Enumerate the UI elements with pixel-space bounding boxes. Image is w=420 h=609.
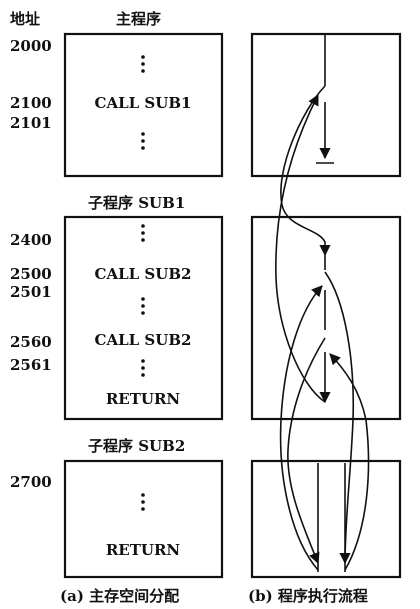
sub2-memory-box [63,459,224,579]
main-program-title: 主程序 [116,10,161,28]
sub2-flow-box [250,459,402,579]
sub2-title: 子程序 SUB2 [88,437,185,455]
address-2000: 2000 [10,37,52,55]
call-sub2-first-arrow [324,271,355,565]
ellipsis-sub1-top [141,224,145,242]
ellipsis-sub2 [141,493,145,511]
address-2700: 2700 [10,473,52,491]
caption-a: (a) 主存空间分配 [60,587,179,605]
sub1-flow-box [250,215,402,421]
ellipsis-sub1-bottom [141,359,145,377]
address-2100: 2100 [10,94,52,112]
call-sub1-instruction: CALL SUB1 [95,94,192,112]
ellipsis-sub1-middle [141,297,145,315]
main-program-memory-box [63,32,224,178]
address-2501: 2501 [10,283,52,301]
address-2400: 2400 [10,231,52,249]
address-2101: 2101 [10,114,52,132]
sub2-return-instruction: RETURN [106,541,181,559]
ellipsis-main-bottom [141,132,145,150]
sub1-return-instruction: RETURN [106,390,181,408]
return-sub2-second-arrow [329,353,370,571]
call-sub1-arrow [280,85,331,257]
call-sub2-second-arrow [287,337,326,565]
call-sub2-instruction-1: CALL SUB2 [95,265,192,283]
address-column-label: 地址 [10,10,40,28]
sub1-memory-box [63,215,224,421]
return-sub2-first-arrow [279,285,323,571]
caption-b: (b) 程序执行流程 [248,587,368,605]
ellipsis-main-top [141,55,145,73]
sub1-title: 子程序 SUB1 [88,194,185,212]
address-2560: 2560 [10,333,52,351]
address-2561: 2561 [10,356,52,374]
address-2500: 2500 [10,265,52,283]
call-sub2-instruction-2: CALL SUB2 [95,331,192,349]
return-sub1-arrow [275,94,326,403]
main-program-flow-box [250,32,402,178]
